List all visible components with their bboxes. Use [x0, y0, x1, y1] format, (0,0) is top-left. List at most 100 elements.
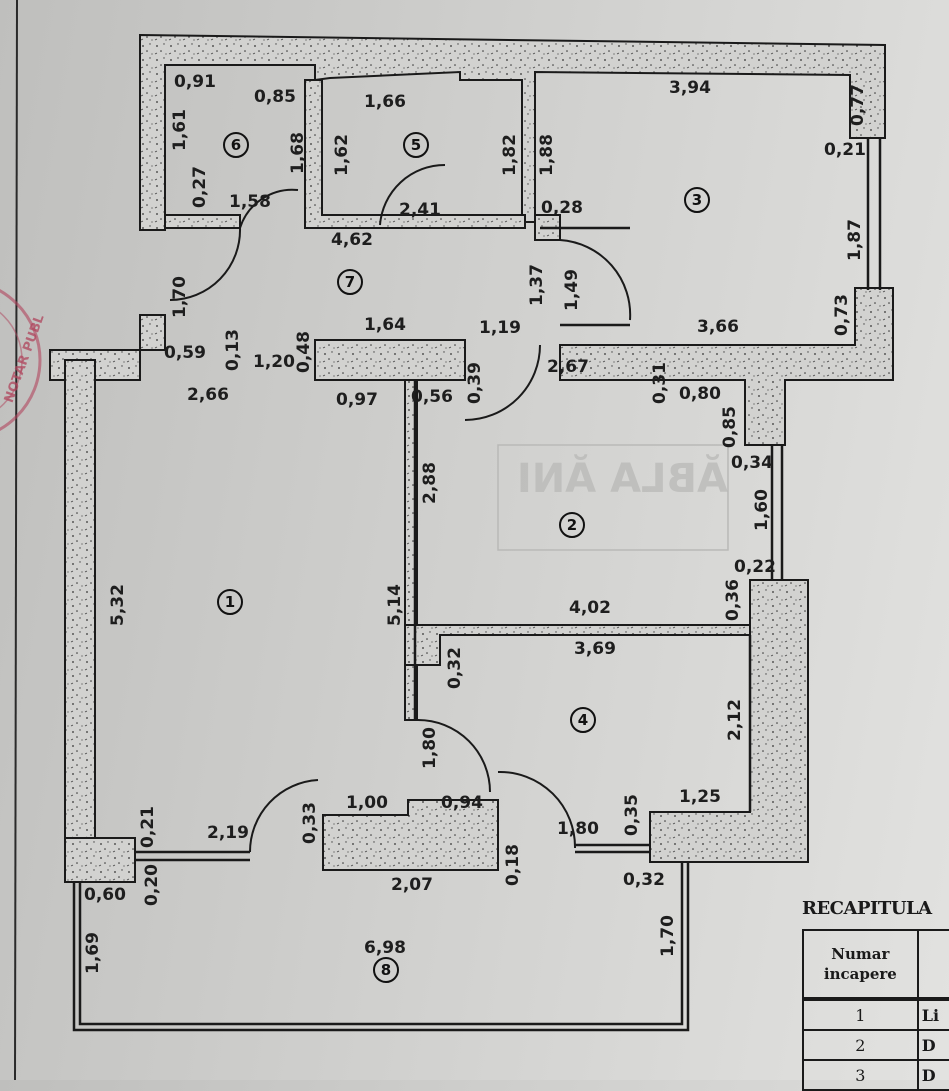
dimension-label: 0,22: [734, 557, 776, 577]
dimension-label: 0,28: [541, 198, 583, 218]
dimension-label: 4,62: [331, 230, 373, 250]
wall-lines: [72, 138, 882, 1032]
cell-number: 1: [802, 998, 919, 1031]
dimension-label: 0,13: [223, 329, 243, 371]
cell-number: 3: [802, 1059, 919, 1091]
dimension-label: 1,70: [658, 915, 678, 957]
dimension-label: 1,82: [500, 134, 520, 176]
dimension-label: 0,33: [300, 802, 320, 844]
dimension-label: 0,32: [623, 870, 665, 890]
dimension-label: 0,80: [679, 384, 721, 404]
door-arc-3: [559, 239, 632, 321]
room-marker: 2: [559, 512, 585, 538]
room-number: 3: [692, 191, 702, 209]
room-marker: 5: [403, 132, 429, 158]
room-circle: [403, 132, 429, 158]
dimension-label: 2,66: [187, 385, 229, 405]
dimension-label: 1,25: [679, 787, 721, 807]
room-marker: 3: [684, 187, 710, 213]
room-number: 5: [411, 136, 421, 154]
dimension-label: 0,48: [294, 331, 314, 373]
dimension-label: 0,73: [832, 294, 852, 336]
dimension-label: 1,87: [845, 219, 865, 261]
room-circle: [373, 957, 399, 983]
dimension-label: 0,27: [190, 166, 210, 208]
dimension-label: 0,85: [720, 406, 740, 448]
room-circle: [223, 132, 249, 158]
header-room-name: [916, 929, 949, 1001]
dimension-label: 0,59: [164, 343, 206, 363]
walls: [49, 33, 894, 883]
room-number: 8: [381, 961, 391, 979]
dimension-label: 0,21: [138, 806, 158, 848]
room-circle: [337, 269, 363, 295]
dimension-label: 1,66: [364, 92, 406, 112]
room-number: 1: [225, 593, 235, 611]
door-arc-4: [417, 719, 491, 793]
dimension-label: 6,98: [364, 938, 406, 958]
dimension-label: 5,14: [385, 584, 405, 626]
dimension-label: 1,88: [537, 134, 557, 176]
dimension-label: 1,64: [364, 315, 406, 335]
dimension-label: 1,61: [170, 109, 190, 151]
dimension-label: 0,18: [503, 844, 523, 886]
room-number: 7: [345, 273, 355, 291]
dimension-label: 0,85: [254, 87, 296, 107]
room-number: 4: [578, 711, 588, 729]
watermark-text: ĂBLA ĂNI: [517, 453, 728, 502]
door-arc-8: [497, 770, 577, 849]
door-arc-2: [464, 344, 541, 421]
dimension-label: 1,37: [527, 264, 547, 306]
door-arc-6b: [239, 188, 299, 229]
dimension-label: 0,77: [848, 84, 868, 126]
room-circle: [559, 512, 585, 538]
cell-name: D: [916, 1029, 949, 1061]
dimension-label: 1,80: [420, 727, 440, 769]
door-arcs: [169, 163, 632, 853]
dimension-label: 1,60: [752, 489, 772, 531]
dimension-label: 3,94: [669, 78, 711, 98]
page-border: [14, 0, 18, 1080]
dimension-label: 1,70: [170, 276, 190, 318]
dimension-label: 2,88: [420, 462, 440, 504]
dimension-label: 0,56: [411, 387, 453, 407]
door-arc-1: [248, 779, 319, 853]
room-number: 2: [567, 516, 577, 534]
dimension-label: 1,69: [83, 932, 103, 974]
dimension-label: 2,67: [547, 357, 589, 377]
dimension-label: 2,41: [399, 200, 441, 220]
dimension-label: 2,12: [725, 699, 745, 741]
dimension-label: 0,91: [174, 72, 216, 92]
dimension-label: 1,19: [479, 318, 521, 338]
dimension-label: 0,34: [731, 453, 773, 473]
room-circle: [217, 589, 243, 615]
dimension-label: 1,20: [253, 352, 295, 372]
room-marker: 8: [373, 957, 399, 983]
room-circle: [570, 707, 596, 733]
dimension-label: 0,60: [84, 885, 126, 905]
door-arc-6: [169, 227, 242, 301]
header-room-number: Numar incapere: [802, 929, 919, 1001]
dimension-label: 0,21: [824, 140, 866, 160]
room-marker: 1: [217, 589, 243, 615]
recap-title: RECAPITULA: [802, 898, 932, 919]
dimension-label: 0,36: [723, 579, 743, 621]
dimension-label: 0,97: [336, 390, 378, 410]
cell-name: Li: [916, 998, 949, 1031]
dimension-label: 3,66: [697, 317, 739, 337]
room-marker: 7: [337, 269, 363, 295]
dimension-label: 1,80: [557, 819, 599, 839]
table-header-row: Numar incapere: [802, 929, 949, 1001]
dimension-label: 5,32: [108, 584, 128, 626]
cell-name: D: [916, 1059, 949, 1091]
dimension-label: 0,32: [445, 647, 465, 689]
cell-number: 2: [802, 1029, 919, 1061]
